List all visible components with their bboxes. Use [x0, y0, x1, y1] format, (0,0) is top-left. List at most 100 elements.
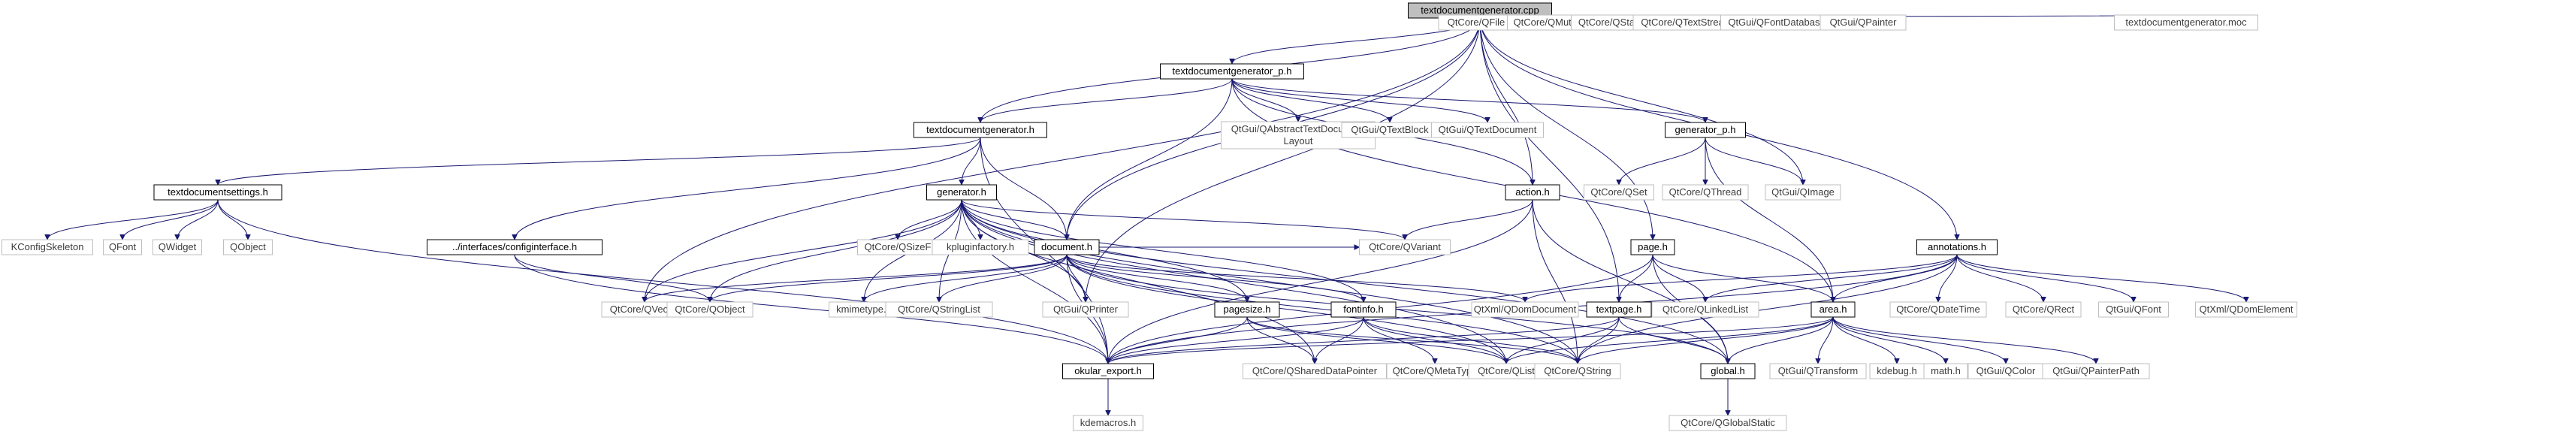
node-label: global.h: [1711, 365, 1745, 376]
edge-fontinfo_h-to-okular_export: [1108, 316, 1364, 364]
node-qtcore-qlist: QtCore/QList: [1468, 363, 1545, 379]
edge-configiface-to-okular_export: [514, 254, 1108, 364]
edge-annotations_h-to-qdomdocument: [1525, 254, 1958, 303]
node-textpage-h[interactable]: textpage.h: [1586, 301, 1652, 318]
edge-root-to-textpage_h: [1479, 17, 1619, 302]
node-box: [2195, 301, 2297, 318]
node-label: QWidget: [159, 241, 197, 252]
node-label: QFont: [109, 241, 137, 252]
edge-annotations_h-to-qlinkedlist: [1705, 254, 1958, 303]
node-label: QtCore/QGlobalStatic: [1681, 417, 1775, 428]
edge-gen_h-to-fontinfo_h: [961, 199, 1363, 302]
node-label: QtCore/QSharedDataPointer: [1252, 365, 1378, 376]
node-qtgui-qtextblock: QtGui/QTextBlock: [1341, 122, 1439, 138]
node-label: QtGui/QPainter: [1830, 17, 1898, 28]
edge-area_h-to-qlist: [1506, 316, 1834, 364]
node-label: textdocumentsettings.h: [168, 186, 268, 198]
edge-gen_p-to-qset: [1619, 137, 1706, 186]
edge-fontinfo_h-to-qlist: [1363, 316, 1506, 364]
node-action-h[interactable]: action.h: [1505, 184, 1560, 201]
edge-tdg_h-to-tds_h: [218, 137, 981, 186]
node-qtcore-qthread: QtCore/QThread: [1662, 184, 1749, 201]
node-textdocumentsettings-h[interactable]: textdocumentsettings.h: [153, 184, 282, 201]
node-textdocumentgenerator-p-h[interactable]: textdocumentgenerator_p.h: [1160, 63, 1304, 80]
edge-area_h-to-okular_export: [1108, 316, 1834, 364]
node-box: [1916, 239, 1998, 255]
node-global-h[interactable]: global.h: [1700, 363, 1756, 379]
edge-area_h-to-global_h: [1728, 316, 1834, 364]
edges-layer: [47, 15, 2246, 415]
edge-tds_h-to-qwidget: [177, 199, 219, 240]
node-kpluginfactory-h: kpluginfactory.h: [932, 239, 1029, 255]
node-qtcore-qmutex: QtCore/QMutex: [1507, 14, 1588, 31]
node-generator-p-h[interactable]: generator_p.h: [1665, 122, 1746, 138]
node-label: QtCore/QObject: [675, 304, 745, 315]
edge-action_h-to-qvariant: [1405, 199, 1533, 240]
node-interfaces-configinterface-h[interactable]: ../interfaces/configinterface.h: [427, 239, 602, 255]
edge-page_h-to-textpage_h: [1619, 254, 1653, 302]
node-label: QtCore/QLinkedList: [1662, 304, 1749, 315]
node-box: [1662, 184, 1749, 201]
node-label: okular_export.h: [1074, 365, 1142, 376]
edge-pagesize_h-to-qshareddp: [1246, 316, 1315, 364]
node-label: QtCore/QString: [1544, 365, 1611, 376]
node-label: page.h: [1638, 241, 1668, 252]
node-area-h[interactable]: area.h: [1810, 301, 1856, 318]
node-textdocumentgenerator-cpp[interactable]: textdocumentgenerator.cpp: [1408, 2, 1552, 19]
node-qtcore-qlinkedlist: QtCore/QLinkedList: [1651, 301, 1759, 318]
node-box: [1160, 63, 1304, 80]
node-label: QtCore/QDateTime: [1896, 304, 1980, 315]
edge-document_h-to-qlist: [1066, 254, 1506, 364]
edge-action_h-to-global_h: [1532, 199, 1728, 364]
node-box: [1651, 301, 1759, 318]
node-annotations-h[interactable]: annotations.h: [1916, 239, 1998, 255]
node-label: document.h: [1041, 241, 1092, 252]
edge-gen_h-to-okular_export: [961, 199, 1108, 364]
node-label: QtCore/QStack: [1578, 17, 1645, 28]
node-box: [2005, 301, 2082, 318]
node-box: [2, 239, 93, 255]
node-box: [1042, 301, 1129, 318]
edge-area_h-to-qpainterpath: [1832, 316, 2096, 364]
node-box: [1534, 363, 1621, 379]
edge-fontinfo_h-to-qshareddp: [1315, 316, 1364, 364]
edge-annotations_h-to-qrect: [1956, 254, 2043, 303]
node-box: [1034, 239, 1100, 255]
node-label: QtCore/QThread: [1669, 186, 1742, 198]
edge-gen_h-to-qshareddp: [961, 199, 1315, 364]
node-label: QObject: [230, 241, 266, 252]
edge-gen_h-to-qstring: [961, 199, 1578, 364]
edge-textpage_h-to-qstring: [1578, 316, 1620, 364]
node-label: QtCore/QRect: [2013, 304, 2075, 315]
node-math-h: math.h: [1923, 363, 1968, 379]
node-okular-export-h[interactable]: okular_export.h: [1062, 363, 1154, 379]
node-label: QtGui/QFont: [2106, 304, 2161, 315]
node-box: [666, 301, 753, 318]
node-document-h[interactable]: document.h: [1034, 239, 1100, 255]
node-box: [1359, 239, 1451, 255]
node-box: [1073, 415, 1143, 431]
edge-area_h-to-qstring: [1578, 316, 1834, 364]
node-kdebug-h: kdebug.h: [1869, 363, 1925, 379]
node-label: QtGui/QTransform: [1778, 365, 1858, 376]
edge-area_h-to-qcolor: [1832, 316, 2006, 364]
edge-pagesize_h-to-qlist: [1246, 316, 1506, 364]
edge-tdg_h-to-document_h: [980, 137, 1067, 240]
node-kdemacros-h: kdemacros.h: [1073, 415, 1143, 431]
node-label: QtCore/QList: [1478, 365, 1535, 376]
node-fontinfo-h[interactable]: fontinfo.h: [1330, 301, 1397, 318]
node-box: [103, 239, 142, 255]
node-generator-h[interactable]: generator.h: [926, 184, 997, 201]
edge-tdg_p-to-tdg_h: [980, 78, 1233, 123]
node-qtcore-qsizef: QtCore/QSizeF: [857, 239, 938, 255]
edge-root-to-qvector: [645, 17, 1481, 302]
node-qtgui-qtextdocument: QtGui/QTextDocument: [1431, 122, 1544, 138]
node-box: [932, 239, 1029, 255]
edge-document_h-to-qstringlist: [939, 254, 1068, 303]
edge-annotations_h-to-qdatetime: [1938, 254, 1958, 302]
node-textdocumentgenerator-h[interactable]: textdocumentgenerator.h: [914, 122, 1047, 138]
node-pagesize-h[interactable]: pagesize.h: [1214, 301, 1280, 318]
edge-gen_h-to-qsizef: [898, 199, 962, 240]
node-qtcore-qfile: QtCore/QFile: [1438, 14, 1514, 31]
node-page-h[interactable]: page.h: [1630, 239, 1675, 255]
